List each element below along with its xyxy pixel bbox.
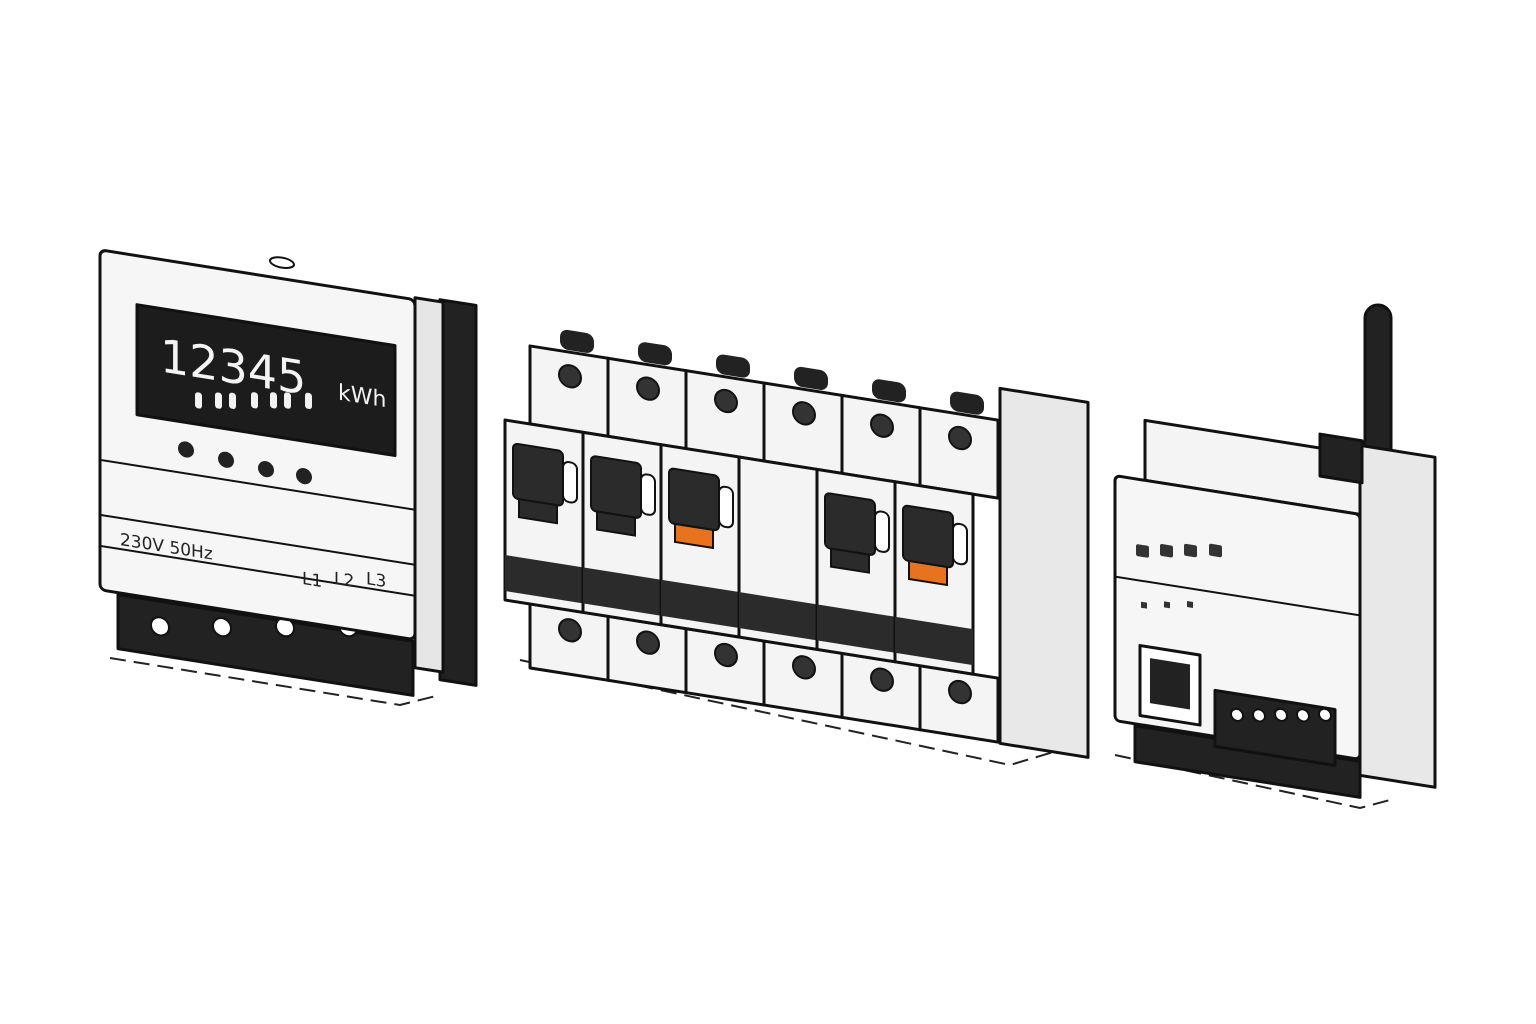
terminal-screw-icon [948, 425, 972, 451]
meter-terminal-block [116, 593, 415, 697]
breaker-indicator [874, 510, 890, 553]
breaker-top-terminal [840, 393, 922, 488]
breaker-toggle-tip[interactable] [518, 498, 558, 525]
breaker-top-terminal [528, 344, 610, 438]
terminal-slot [794, 366, 828, 390]
breaker-indicator [562, 461, 578, 504]
breaker-band [817, 604, 895, 653]
terminal-screw-icon [636, 630, 660, 655]
breaker-toggle-tip[interactable] [674, 522, 714, 550]
breaker-toggle-tip[interactable] [908, 559, 948, 587]
breaker-bottom-terminal [918, 664, 1000, 744]
gateway-module [1113, 418, 1437, 799]
breaker-toggle-tip[interactable] [830, 547, 870, 574]
breaker-toggle-lever[interactable] [512, 442, 564, 507]
meter-buttons [178, 440, 312, 485]
terminal-screw-icon [870, 413, 894, 438]
terminal-slot [872, 379, 906, 403]
breaker-band [661, 579, 739, 629]
breaker-toggle-tip[interactable] [596, 510, 636, 537]
meter-led [296, 468, 312, 485]
terminal-screw-icon [558, 618, 582, 643]
lcd-segments [195, 392, 312, 409]
terminal-screw-icon [870, 667, 894, 692]
lcd-display [135, 303, 397, 458]
breaker-band [505, 554, 583, 604]
breaker-toggle-lever[interactable] [668, 467, 720, 532]
meter-logo [269, 256, 295, 270]
phase-l1: L1 [302, 569, 322, 592]
breaker-band [739, 592, 817, 641]
breaker-toggle-lever[interactable] [824, 492, 876, 556]
breaker-top-terminal [762, 381, 844, 475]
breaker-indicator [952, 522, 968, 566]
breaker-indicator [718, 485, 734, 529]
phase-l2: L2 [334, 569, 354, 592]
meter-button[interactable] [258, 460, 274, 479]
terminal-screw-icon [636, 376, 660, 401]
breaker-indicator [640, 473, 656, 516]
breaker-top-terminal [918, 406, 1000, 500]
energy-meter: 12345 kWh 230V 50Hz L1 L2 L3 [98, 249, 478, 697]
terminal-slot [950, 391, 984, 415]
breaker-band [583, 567, 661, 616]
terminal-screw-icon [792, 655, 816, 680]
phase-l3: L3 [366, 569, 386, 592]
breaker-toggle-lever[interactable] [902, 504, 954, 569]
terminal-screw-icon [948, 679, 972, 705]
terminal-screw-icon [714, 388, 738, 414]
breaker-top-terminal [684, 369, 766, 463]
terminal-screw-icon [714, 642, 738, 668]
breaker-top-terminal [606, 356, 688, 451]
meter-button[interactable] [218, 451, 234, 470]
terminal-screw-icon [792, 401, 816, 426]
breaker-toggle-lever[interactable] [590, 455, 642, 519]
status-leds [1136, 543, 1222, 558]
terminal-slot [716, 354, 750, 378]
circuit-breakers [503, 329, 1090, 759]
terminal-slot [638, 342, 672, 366]
terminal-screw-icon [558, 364, 582, 389]
terminal-slot [560, 329, 594, 353]
meter-button[interactable] [178, 440, 194, 459]
breaker-band [895, 616, 973, 666]
